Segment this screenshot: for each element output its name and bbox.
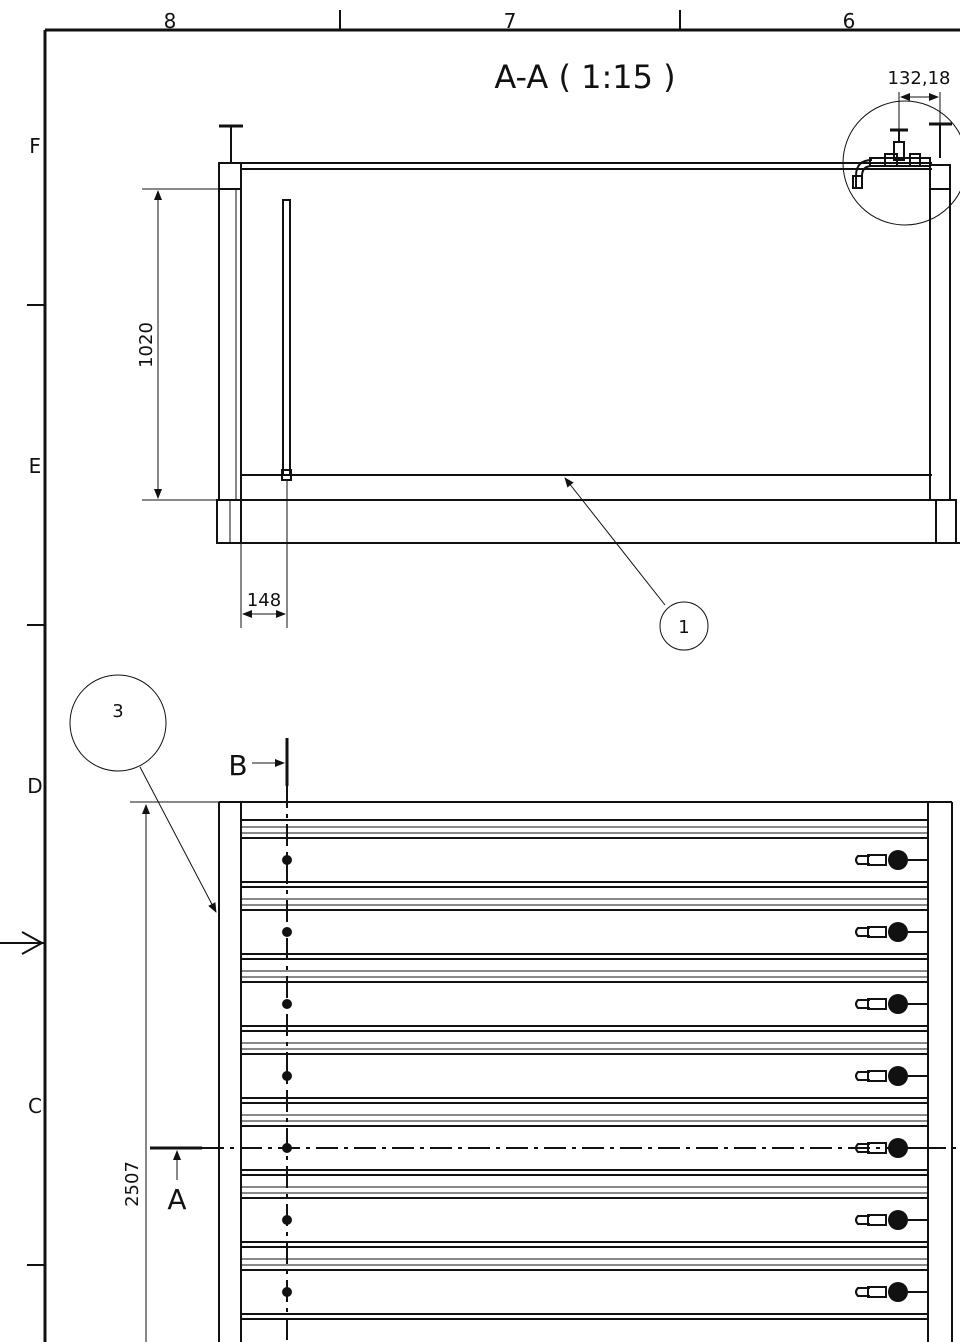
valve-fitting: [855, 994, 928, 1014]
dimension-1020-label: 1020: [136, 322, 157, 368]
valve-fitting: [855, 1282, 928, 1302]
section-marker-b: B: [228, 738, 289, 786]
dimension-2507-label: 2507: [122, 1161, 143, 1207]
balloon-3-label: 3: [112, 701, 123, 722]
valve-handwheel: [888, 922, 908, 942]
zone-column-8: 8: [164, 9, 177, 33]
dimension-132-18: 132,18: [888, 68, 951, 130]
tank-frame: [240, 169, 960, 544]
valve-handwheel: [888, 994, 908, 1014]
valve-handwheel: [888, 1066, 908, 1086]
valve-handwheel: [888, 1282, 908, 1302]
plan-view: 3 B A: [69, 674, 960, 1342]
pipe-node: [282, 1071, 292, 1081]
balloon-1: 1: [564, 477, 709, 651]
left-top-handle: [218, 124, 243, 190]
valve-stub: [855, 1071, 870, 1081]
valve-fitting: [855, 922, 928, 942]
zone-row-F: F: [29, 134, 41, 158]
top-rail: [241, 162, 932, 170]
section-marker-a-label: A: [167, 1183, 186, 1216]
internal-pipe: [281, 199, 292, 481]
plan-rails: [241, 826, 928, 1320]
zone-row-D: D: [27, 774, 42, 798]
plan-outer-frame: [218, 801, 953, 1342]
zone-column-6: 6: [843, 9, 856, 33]
valve-stub: [855, 999, 870, 1009]
section-marker-b-label: B: [228, 749, 247, 782]
right-post: [929, 164, 957, 544]
zone-row-E: E: [29, 454, 42, 478]
drawing-frame: 8 7 6 F E D C: [0, 9, 960, 1342]
valve-body: [867, 1070, 887, 1082]
valve-stub: [855, 855, 870, 865]
dimension-132-18-label: 132,18: [888, 68, 951, 89]
fitting-detail: [842, 100, 960, 226]
left-post: [216, 188, 242, 544]
balloon-1-label: 1: [678, 617, 689, 638]
valve-stub: [855, 1287, 870, 1297]
valve-body: [867, 926, 887, 938]
zone-row-C: C: [28, 1094, 42, 1118]
valve-fitting: [855, 850, 928, 870]
section-title: A-A ( 1:15 ): [494, 58, 675, 96]
dimension-1020: 1020: [136, 188, 219, 501]
valve-body: [867, 1214, 887, 1226]
dimension-148-label: 148: [247, 590, 281, 611]
valve-body: [867, 998, 887, 1010]
valve-stub: [855, 1215, 870, 1225]
valve-fitting: [855, 1066, 928, 1086]
valve-handwheel: [888, 1210, 908, 1230]
centering-mark: [0, 931, 45, 955]
dimension-148: 148: [240, 480, 288, 628]
section-view-a-a: A-A ( 1:15 ): [136, 58, 960, 651]
valve-fitting: [855, 1210, 928, 1230]
valve-handwheel: [888, 850, 908, 870]
pipe-node: [282, 855, 292, 865]
balloon-3: 3: [69, 674, 217, 913]
zone-column-7: 7: [504, 9, 517, 33]
valve-body: [867, 854, 887, 866]
section-marker-a: A: [150, 1146, 960, 1216]
dimension-2507: 2507: [122, 801, 219, 1342]
valve-stub: [855, 927, 870, 937]
valve-body: [867, 1286, 887, 1298]
